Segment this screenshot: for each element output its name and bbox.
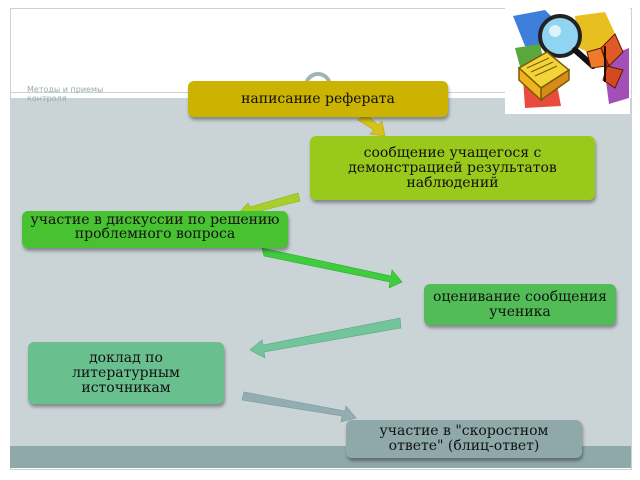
step-box-student-report: сообщение учащегося с демонстрацией резу… — [310, 136, 595, 200]
slide-small-title: Методы и приемы контроля — [27, 85, 104, 103]
arrow-3 — [261, 247, 403, 289]
magnifier-books-butterfly-icon — [505, 8, 630, 114]
arrow-5 — [241, 391, 357, 423]
arrow-4 — [249, 317, 402, 359]
step-box-evaluation: оценивание сообщения ученика — [424, 284, 616, 325]
step-box-essay: написание реферата — [188, 81, 448, 117]
step-box-blitz-answer: участие в "скоростном ответе" (блиц-отве… — [346, 420, 582, 458]
arrow-1 — [357, 113, 386, 137]
step-box-literature-report: доклад по литературным источникам — [28, 342, 224, 404]
step-box-discussion: участие в дискуссии по решению проблемно… — [22, 211, 288, 248]
